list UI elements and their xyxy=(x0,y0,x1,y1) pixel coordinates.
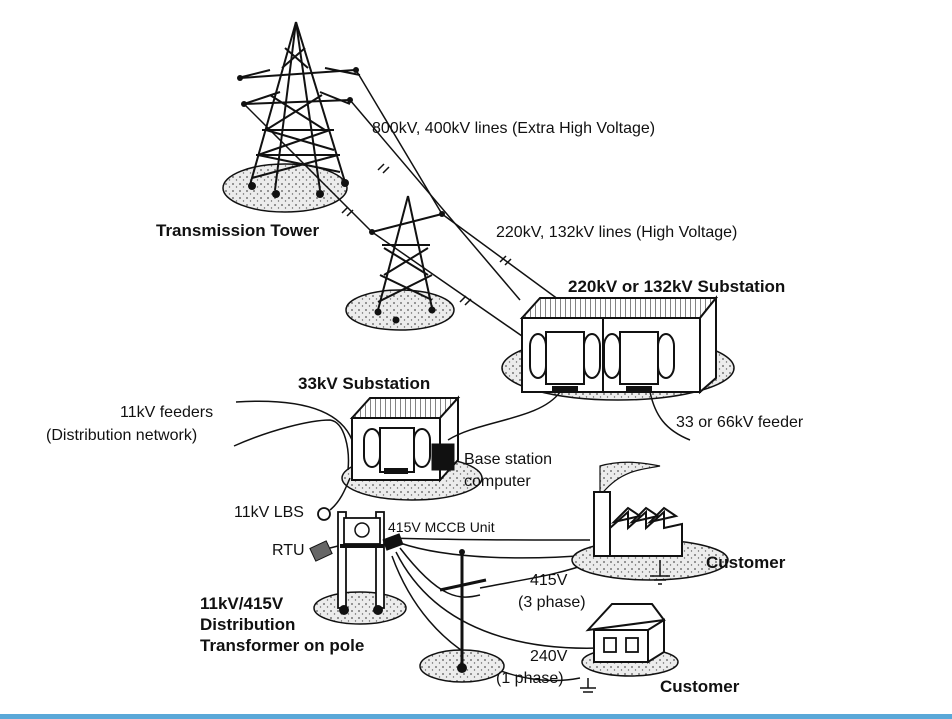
transformer-label-line3: Transformer on pole xyxy=(200,636,365,655)
bottom-accent-bar xyxy=(0,714,952,719)
substation-33kv-label: 33kV Substation xyxy=(298,374,431,393)
substation-220kv-label: 220kV or 132kV Substation xyxy=(568,277,786,296)
feeders-11kv-label-line1: 11kV feeders xyxy=(120,404,214,421)
base-station-label-line1: Base station xyxy=(464,451,553,468)
substation-220kv xyxy=(501,295,735,401)
customer-house-label: Customer xyxy=(660,677,740,696)
feeder-33-66-label: 33 or 66kV feeder xyxy=(676,414,804,431)
lbs-label: 11kV LBS xyxy=(234,504,304,521)
feeders-11kv-label-line2: (Distribution network) xyxy=(46,427,198,444)
distribution-transformer-pole xyxy=(309,507,407,625)
voltage-240-label: 240V xyxy=(530,648,568,665)
customer-factory-label: Customer xyxy=(706,553,786,572)
phase-1-label: (1 phase) xyxy=(496,670,564,687)
high-voltage-label: 220kV, 132kV lines (High Voltage) xyxy=(496,224,738,241)
phase-3-label: (3 phase) xyxy=(518,594,586,611)
house-building xyxy=(580,603,679,693)
transmission-tower-large xyxy=(222,21,361,213)
feeder-lines xyxy=(233,391,691,682)
small-pole xyxy=(419,549,505,683)
transformer-label-line2: Distribution xyxy=(200,615,296,634)
factory-building xyxy=(571,461,729,585)
transmission-tower-small xyxy=(345,195,455,331)
transformer-label-line1: 11kV/415V xyxy=(200,594,284,613)
rtu-label: RTU xyxy=(272,542,305,559)
extra-high-voltage-label: 800kV, 400kV lines (Extra High Voltage) xyxy=(372,120,656,137)
transmission-tower-label: Transmission Tower xyxy=(156,221,320,240)
base-station-label-line2: computer xyxy=(464,473,531,490)
voltage-415-label: 415V xyxy=(530,572,568,589)
substation-33kv xyxy=(341,395,483,501)
mccb-label: 415V MCCB Unit xyxy=(388,519,495,535)
